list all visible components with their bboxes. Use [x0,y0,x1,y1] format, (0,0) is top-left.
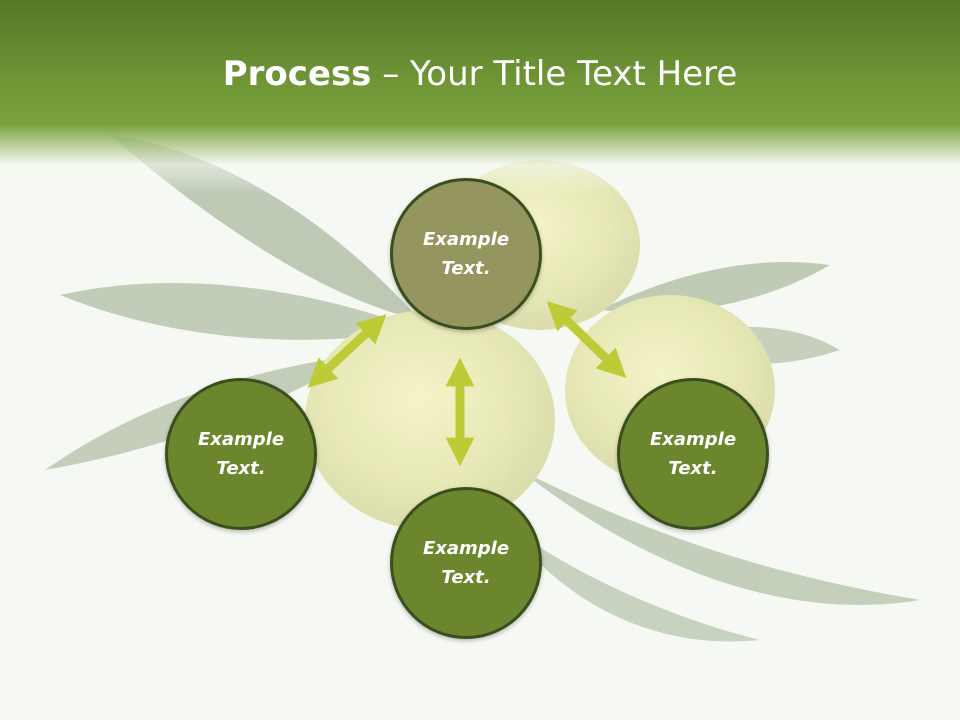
node-left-line1: Example [197,429,285,450]
node-top-line2: Text. [441,258,491,279]
node-bottom: Example Text. [390,487,542,639]
node-left: Example Text. [165,378,317,530]
node-top: Example Text. [390,178,542,330]
node-bottom-line2: Text. [441,567,491,588]
node-bottom-line1: Example [422,538,510,559]
title-rest: – Your Title Text Here [371,54,738,94]
header-band [0,0,960,195]
node-left-line2: Text. [216,458,266,479]
node-right-line2: Text. [668,458,718,479]
node-right-line1: Example [649,429,737,450]
slide-title: Process – Your Title Text Here [0,50,960,98]
node-top-line1: Example [422,229,510,250]
title-bold: Process [222,54,372,94]
node-right: Example Text. [617,378,769,530]
